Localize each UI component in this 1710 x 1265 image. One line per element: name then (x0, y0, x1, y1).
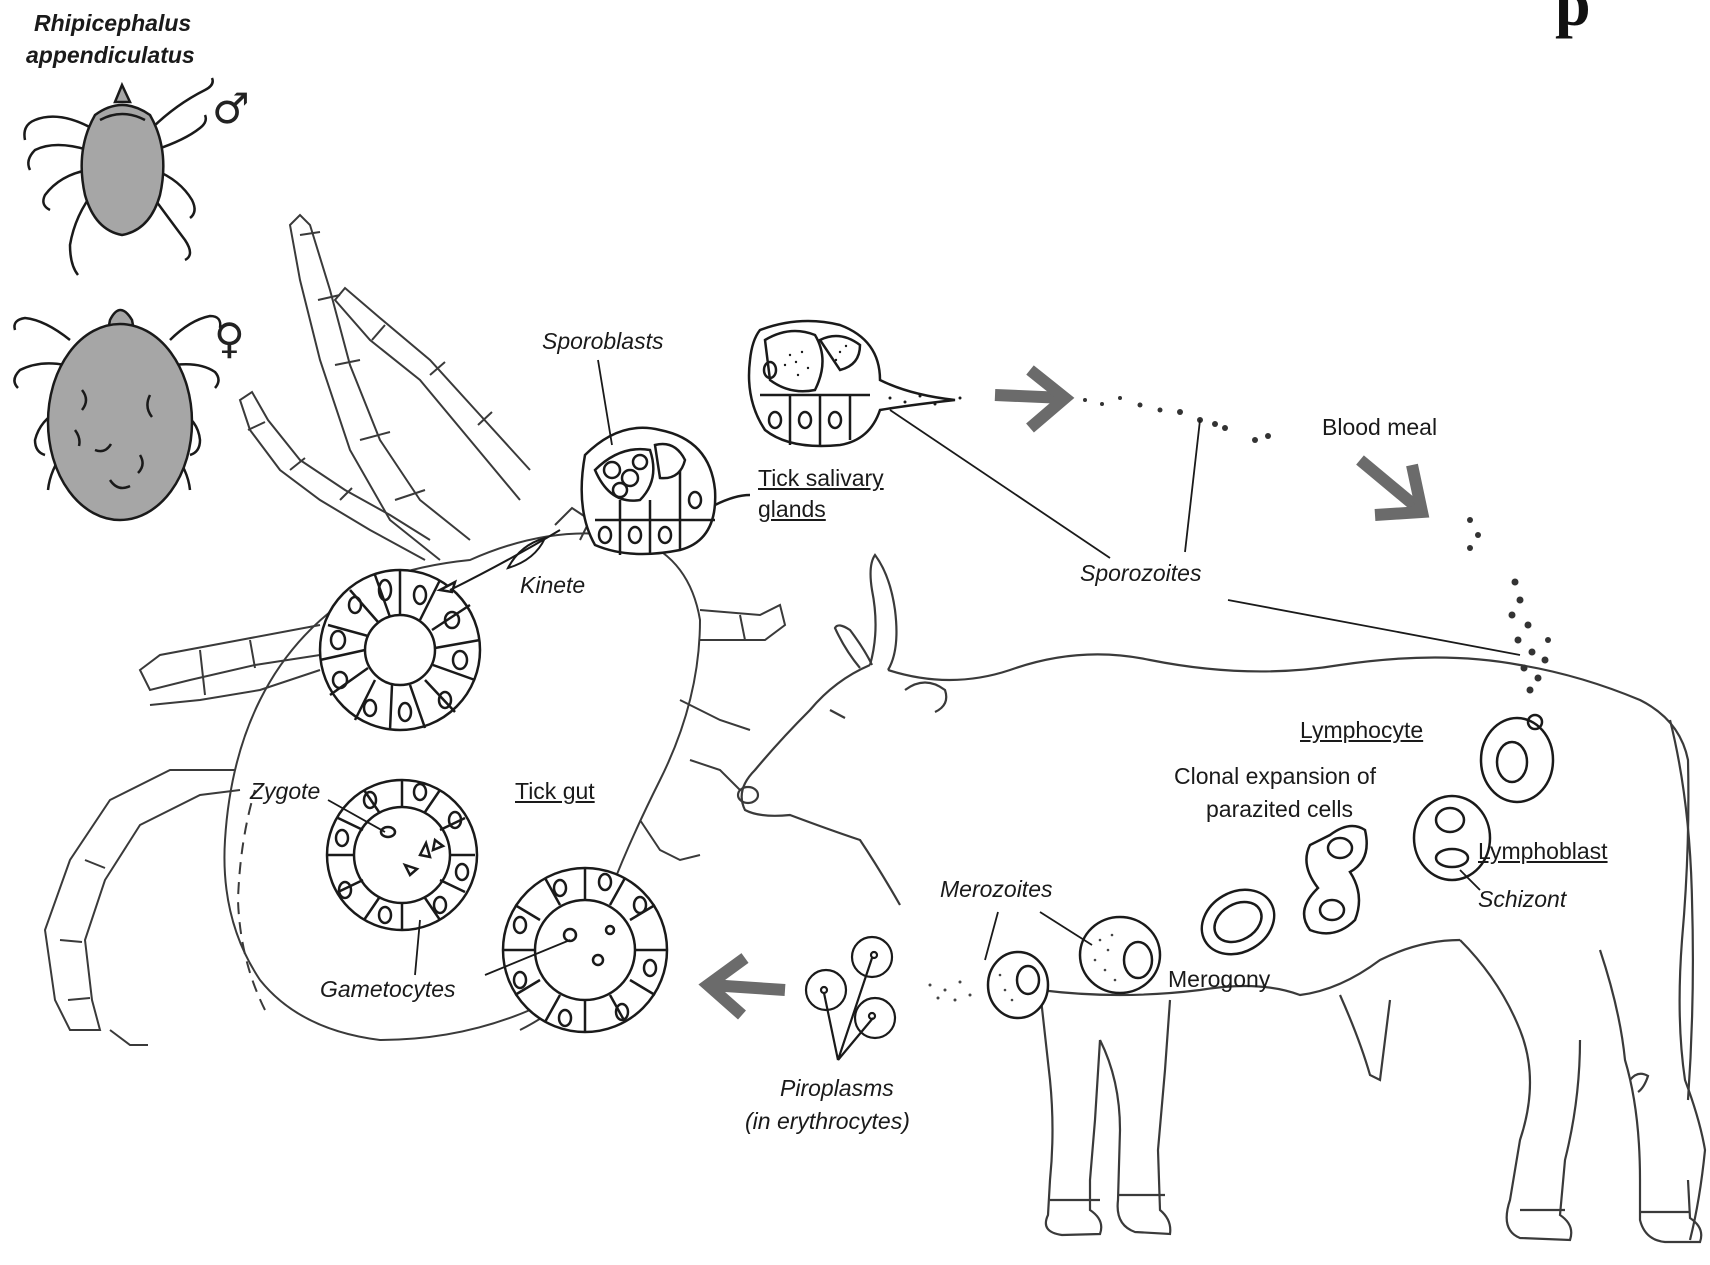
sporoblast-acinus (582, 428, 750, 555)
female-tick-icon (14, 310, 220, 520)
tick-gut-epithelium-middle (327, 780, 477, 930)
sporozoites-label: Sporozoites (1080, 560, 1201, 586)
species-genus-label: Rhipicephalus (34, 10, 191, 36)
salivary-gland-acinus (749, 321, 955, 446)
tick-salivary-label-line2: glands (758, 496, 826, 522)
lymphocyte-cell (1481, 715, 1553, 802)
piroplasms-label-line1: Piroplasms (780, 1075, 894, 1101)
arrow-to-cow (1360, 460, 1422, 515)
lymphoblast-label: Lymphoblast (1478, 838, 1608, 864)
piroplasm-erythrocytes (806, 937, 895, 1060)
arrow-to-tick (708, 958, 785, 1015)
tick-gut-epithelium-lower (503, 868, 667, 1032)
cropped-corner-glyph: p (1555, 0, 1591, 36)
merozoite-leader-lines (985, 912, 1092, 960)
arrow-to-blood-meal (995, 370, 1065, 428)
schizont-label: Schizont (1478, 886, 1566, 912)
merogony-label: Merogony (1168, 966, 1270, 992)
sporoblasts-label: Sporoblasts (542, 328, 663, 354)
sporozoite-leader-lines (890, 410, 1520, 655)
sporozoite-dots (1083, 396, 1551, 694)
lymphocyte-label: Lymphocyte (1300, 717, 1423, 743)
female-symbol: ♀ (214, 318, 245, 360)
male-symbol: ♂ (212, 88, 250, 130)
clonal-expansion-label-line1: Clonal expansion of (1174, 763, 1376, 789)
species-epithet-label: appendiculatus (26, 42, 195, 68)
dividing-cells (1304, 826, 1367, 933)
zygote-label: Zygote (250, 778, 320, 804)
blood-meal-label: Blood meal (1322, 414, 1437, 440)
tick-gut-label: Tick gut (515, 778, 595, 804)
kinete-label: Kinete (520, 572, 585, 598)
tick-salivary-label-line1: Tick salivary (758, 465, 884, 491)
sporoblast-leader-line (598, 360, 612, 445)
merozoites-label: Merozoites (940, 876, 1052, 902)
tick-gut-epithelium-upper (320, 570, 480, 730)
clonal-expansion-label-line2: parazited cells (1206, 796, 1353, 822)
gametocytes-label: Gametocytes (320, 976, 456, 1002)
male-tick-icon (24, 78, 212, 275)
piroplasms-label-line2: (in erythrocytes) (745, 1108, 910, 1134)
